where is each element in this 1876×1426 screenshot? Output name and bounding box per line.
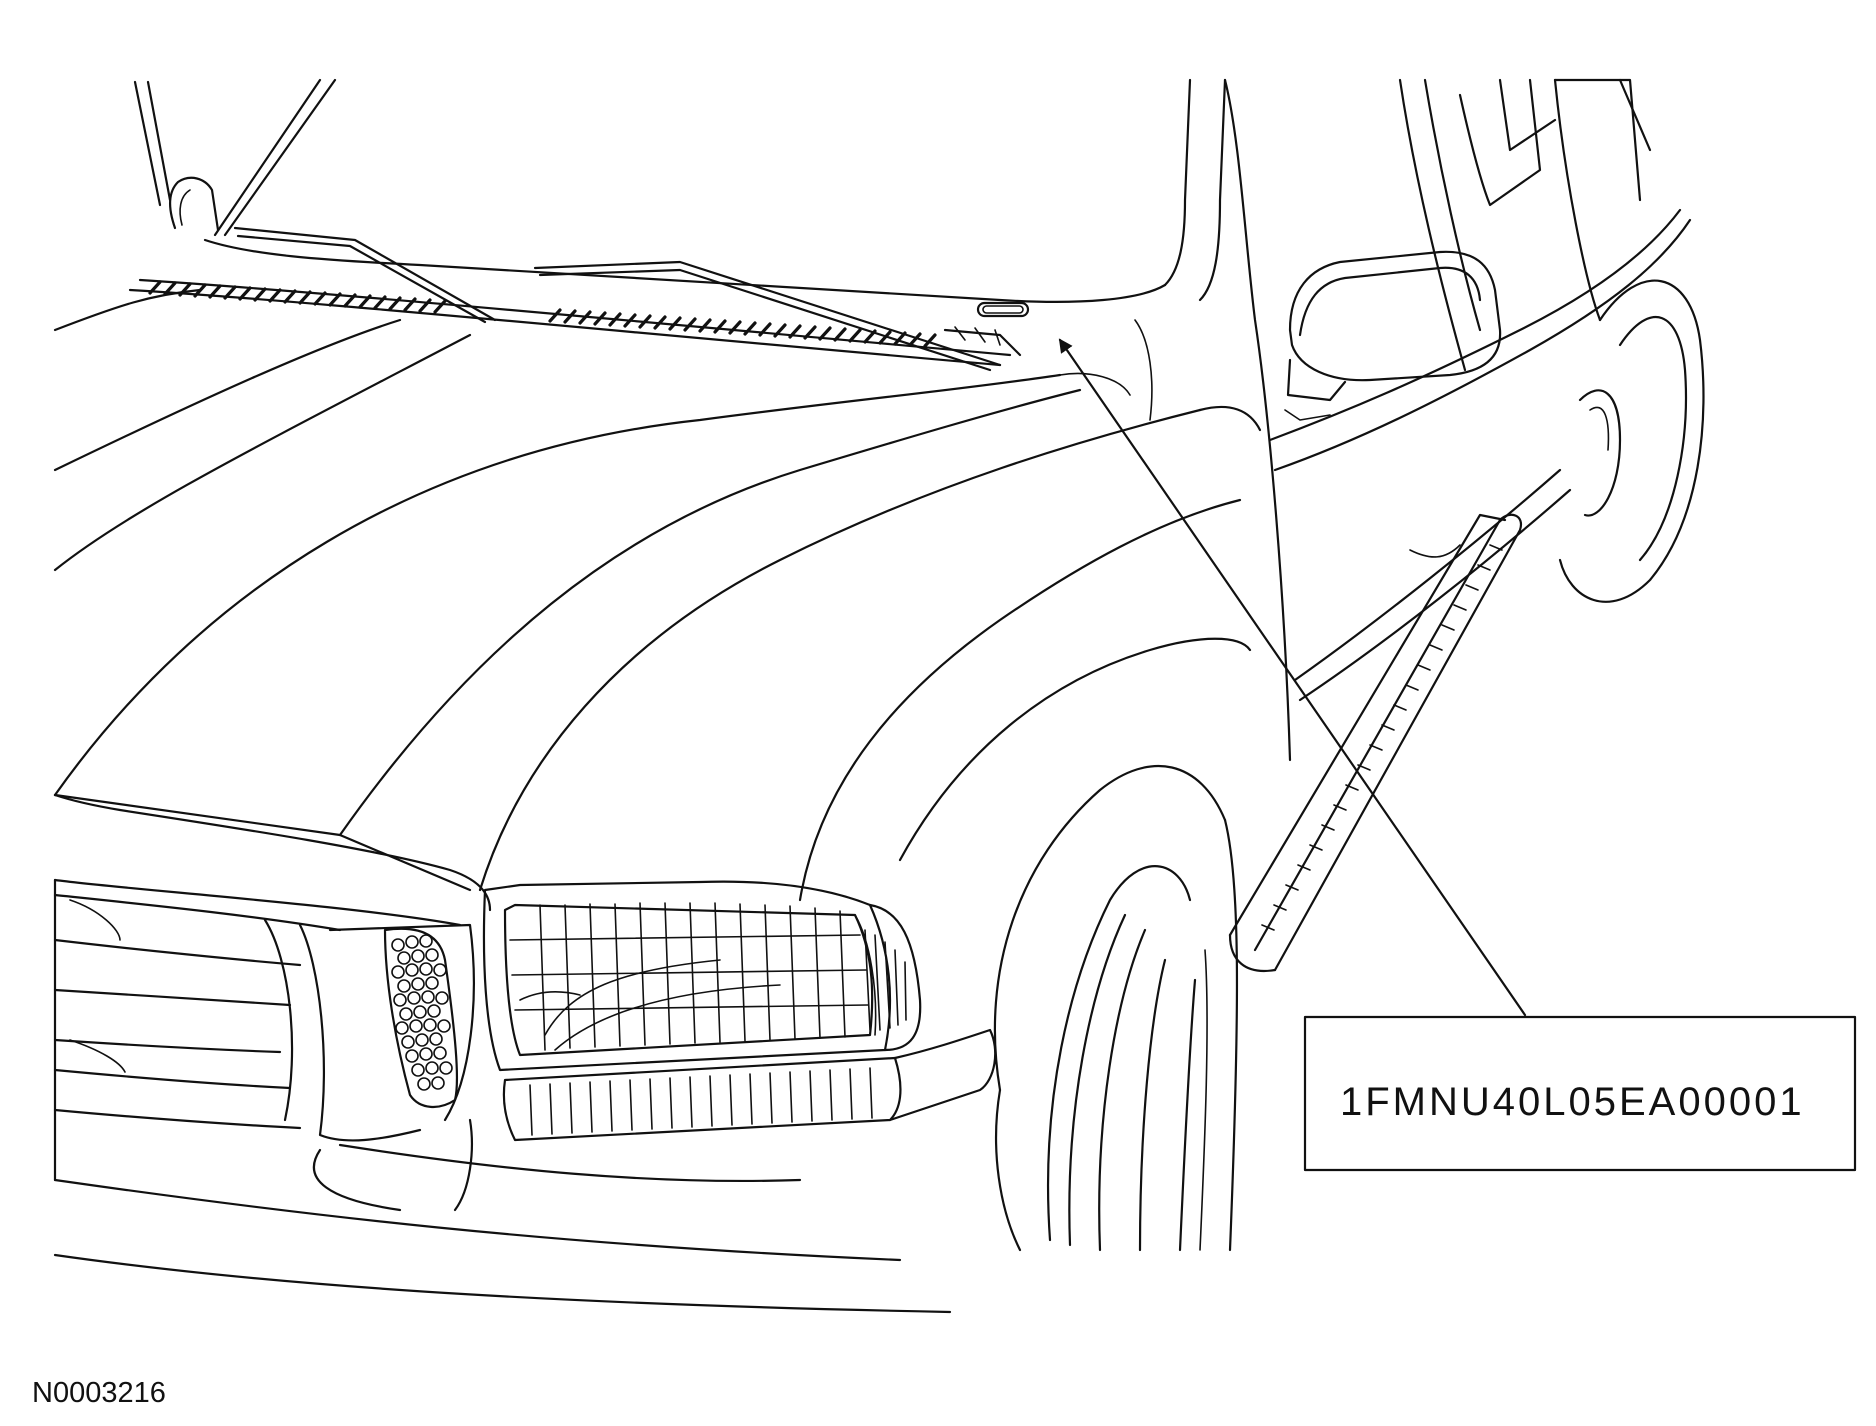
grille-mesh	[383, 927, 459, 1108]
hood	[53, 288, 1131, 927]
wiper-arms	[233, 226, 1002, 372]
vin-number: 1FMNU40L05EA00001	[1340, 1080, 1805, 1124]
front-wheel	[993, 765, 1239, 1252]
vin-callout: 1FMNU40L05EA00001	[1303, 1015, 1857, 1172]
body-side	[1223, 78, 1692, 762]
windshield-frame	[133, 78, 1227, 303]
cowl-vent	[128, 278, 1022, 367]
vin-plate	[976, 301, 1030, 318]
running-board	[1228, 513, 1523, 973]
fender	[478, 319, 1262, 902]
callout-leader	[1058, 338, 1527, 1017]
front-end	[53, 793, 952, 1314]
left-side-mirror	[169, 176, 220, 232]
parking-lamp	[502, 1028, 997, 1142]
rear-wheel	[1558, 279, 1705, 603]
right-side-mirror	[1284, 250, 1502, 421]
headlamp	[482, 880, 922, 1072]
figure-reference-id: N0003216	[32, 1377, 166, 1409]
